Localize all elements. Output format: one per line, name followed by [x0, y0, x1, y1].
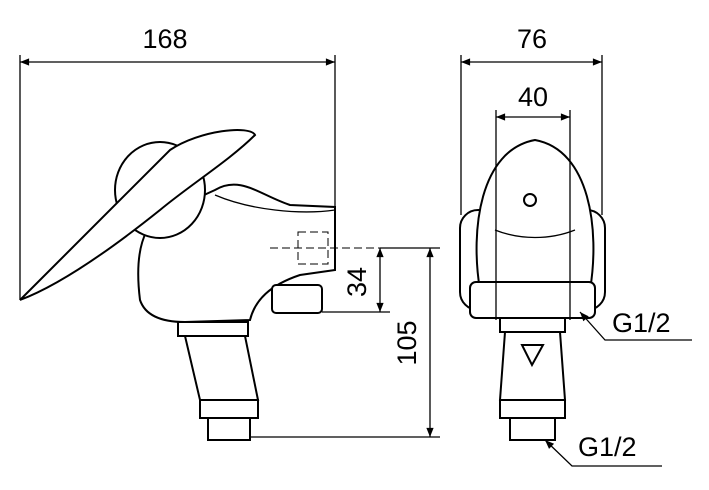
- thread-label-lower: G1/2: [578, 432, 637, 462]
- thread-label-upper: G1/2: [612, 308, 671, 338]
- thread-callout-lower: G1/2: [544, 432, 662, 467]
- dimension-34: 34: [322, 247, 390, 313]
- dimension-label-40: 40: [518, 82, 548, 112]
- dimension-168: 168: [19, 24, 336, 300]
- front-view-faucet: [459, 138, 606, 441]
- dimension-label-76: 76: [517, 24, 547, 54]
- dimension-76: 76: [460, 24, 603, 215]
- side-view-faucet: [19, 129, 380, 441]
- dimension-105: 105: [250, 247, 440, 438]
- dimension-label-168: 168: [142, 24, 187, 54]
- dimension-40: 40: [495, 82, 571, 320]
- dimension-label-34: 34: [342, 267, 372, 297]
- thread-callout-upper: G1/2: [579, 308, 692, 341]
- dimension-label-105: 105: [392, 320, 422, 365]
